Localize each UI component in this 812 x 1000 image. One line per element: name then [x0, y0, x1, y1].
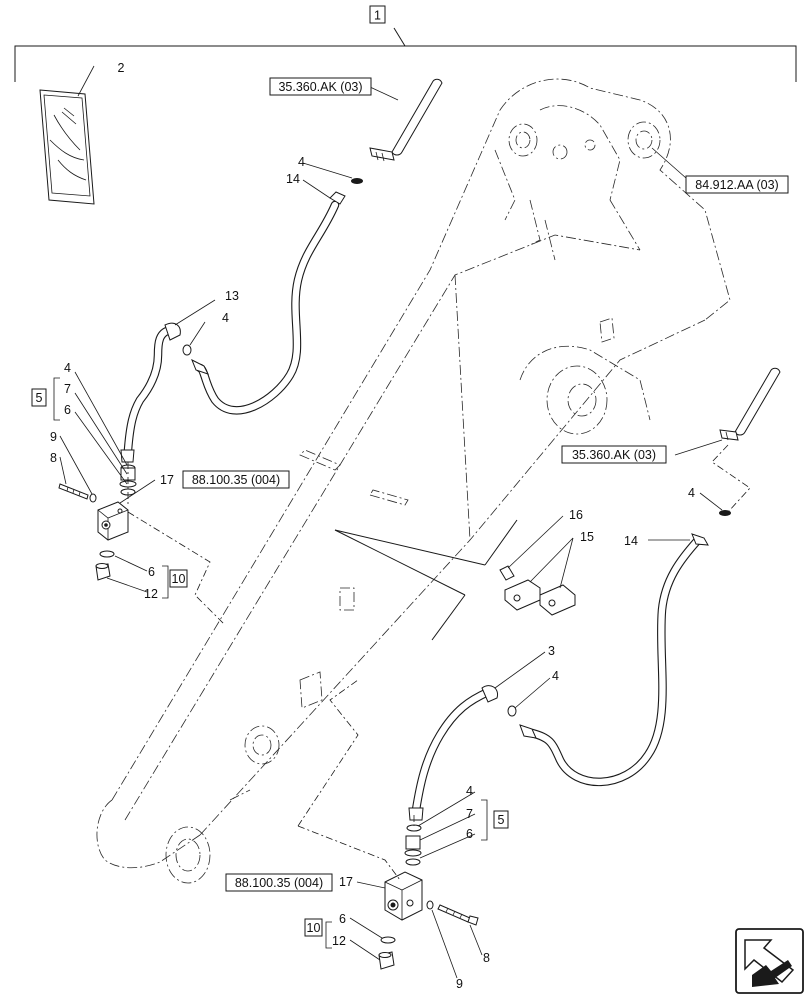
- section-lines: [334, 519, 518, 641]
- callout-16: 16: [569, 508, 583, 522]
- reference-link-84.912.AA[interactable]: [685, 175, 789, 194]
- callout-6: 6: [339, 912, 346, 926]
- pipe-right[interactable]: [719, 367, 781, 441]
- callout-6: 6: [64, 403, 71, 417]
- reference-link-35.360.AK[interactable]: [561, 445, 667, 464]
- hose-14-right[interactable]: [519, 533, 709, 787]
- callout-4: 4: [298, 155, 305, 169]
- instruction-manual-icon[interactable]: 2: [39, 61, 125, 205]
- callout-17: 17: [160, 473, 174, 487]
- o-ring[interactable]: [507, 705, 517, 717]
- manifold-block-left[interactable]: [97, 501, 129, 541]
- group-brackets: [53, 377, 488, 949]
- reference-boxes: 35.360.AK (03) 84.912.AA (03) 35.360.AK …: [182, 77, 789, 892]
- callout-14: 14: [286, 172, 300, 186]
- pipe-upper-left[interactable]: [369, 78, 443, 162]
- callout-7: 7: [64, 382, 71, 396]
- callout-14: 14: [624, 534, 638, 548]
- callout-4: 4: [64, 361, 71, 375]
- group-box-5[interactable]: [493, 810, 509, 829]
- group-box-10[interactable]: [169, 569, 188, 588]
- plug-left[interactable]: [95, 563, 111, 581]
- assembly-number-box[interactable]: [369, 5, 386, 24]
- group-5-label: 5: [36, 391, 43, 405]
- callout-6: 6: [148, 565, 155, 579]
- callout-3: 3: [548, 644, 555, 658]
- o-ring[interactable]: [99, 550, 115, 558]
- reference-text: 88.100.35 (004): [235, 876, 323, 890]
- assembly-number: 1: [374, 9, 381, 23]
- bolt-left[interactable]: [58, 483, 97, 503]
- reference-link-35.360.AK[interactable]: [269, 77, 372, 96]
- o-ring[interactable]: [380, 936, 396, 944]
- reference-link-88.100.35[interactable]: [225, 873, 333, 892]
- callout-9: 9: [456, 977, 463, 991]
- boom-outline: [96, 78, 731, 884]
- group-boxes: 5 10 5 10: [31, 388, 509, 937]
- callout-12: 12: [332, 934, 346, 948]
- callout-8: 8: [50, 451, 57, 465]
- reference-link-88.100.35[interactable]: [182, 470, 290, 489]
- callout-4: 4: [222, 311, 229, 325]
- group-box-5[interactable]: [31, 388, 47, 407]
- assembly-bracket: 1: [14, 5, 797, 82]
- callout-4: 4: [466, 784, 473, 798]
- callout-7: 7: [466, 807, 473, 821]
- callout-2: 2: [118, 61, 125, 75]
- callout-4: 4: [552, 669, 559, 683]
- callout-9: 9: [50, 430, 57, 444]
- hose-13-elbow[interactable]: [120, 322, 181, 463]
- plug-right[interactable]: [378, 951, 395, 970]
- callout-17: 17: [339, 875, 353, 889]
- group-5-label: 5: [498, 813, 505, 827]
- reference-text: 35.360.AK (03): [278, 80, 362, 94]
- reference-text: 35.360.AK (03): [572, 448, 656, 462]
- o-ring[interactable]: [719, 510, 731, 516]
- next-page-arrow-icon[interactable]: [735, 928, 804, 994]
- callout-6: 6: [466, 827, 473, 841]
- group-box-10[interactable]: [304, 918, 323, 937]
- callout-labels: 4 14 13 4 4 7 6 9 8 17 6 12 16 15 4 14 3…: [50, 155, 695, 991]
- fitting-stack-right[interactable]: [404, 824, 422, 866]
- washer[interactable]: [426, 900, 434, 910]
- group-10-label: 10: [172, 572, 186, 586]
- reference-text: 84.912.AA (03): [695, 178, 778, 192]
- clamp-assembly[interactable]: [499, 565, 576, 616]
- leader-lines: [59, 86, 723, 979]
- callout-8: 8: [483, 951, 490, 965]
- o-ring[interactable]: [351, 178, 363, 184]
- hose-3-elbow[interactable]: [408, 685, 499, 821]
- hose-14-upper[interactable]: [191, 191, 346, 415]
- callout-12: 12: [144, 587, 158, 601]
- o-ring[interactable]: [182, 344, 192, 356]
- group-10-label: 10: [307, 921, 321, 935]
- reference-text: 88.100.35 (004): [192, 473, 280, 487]
- callout-13: 13: [225, 289, 239, 303]
- callout-4: 4: [688, 486, 695, 500]
- callout-15: 15: [580, 530, 594, 544]
- manifold-block-right[interactable]: [384, 871, 423, 921]
- bolt-right[interactable]: [437, 904, 479, 926]
